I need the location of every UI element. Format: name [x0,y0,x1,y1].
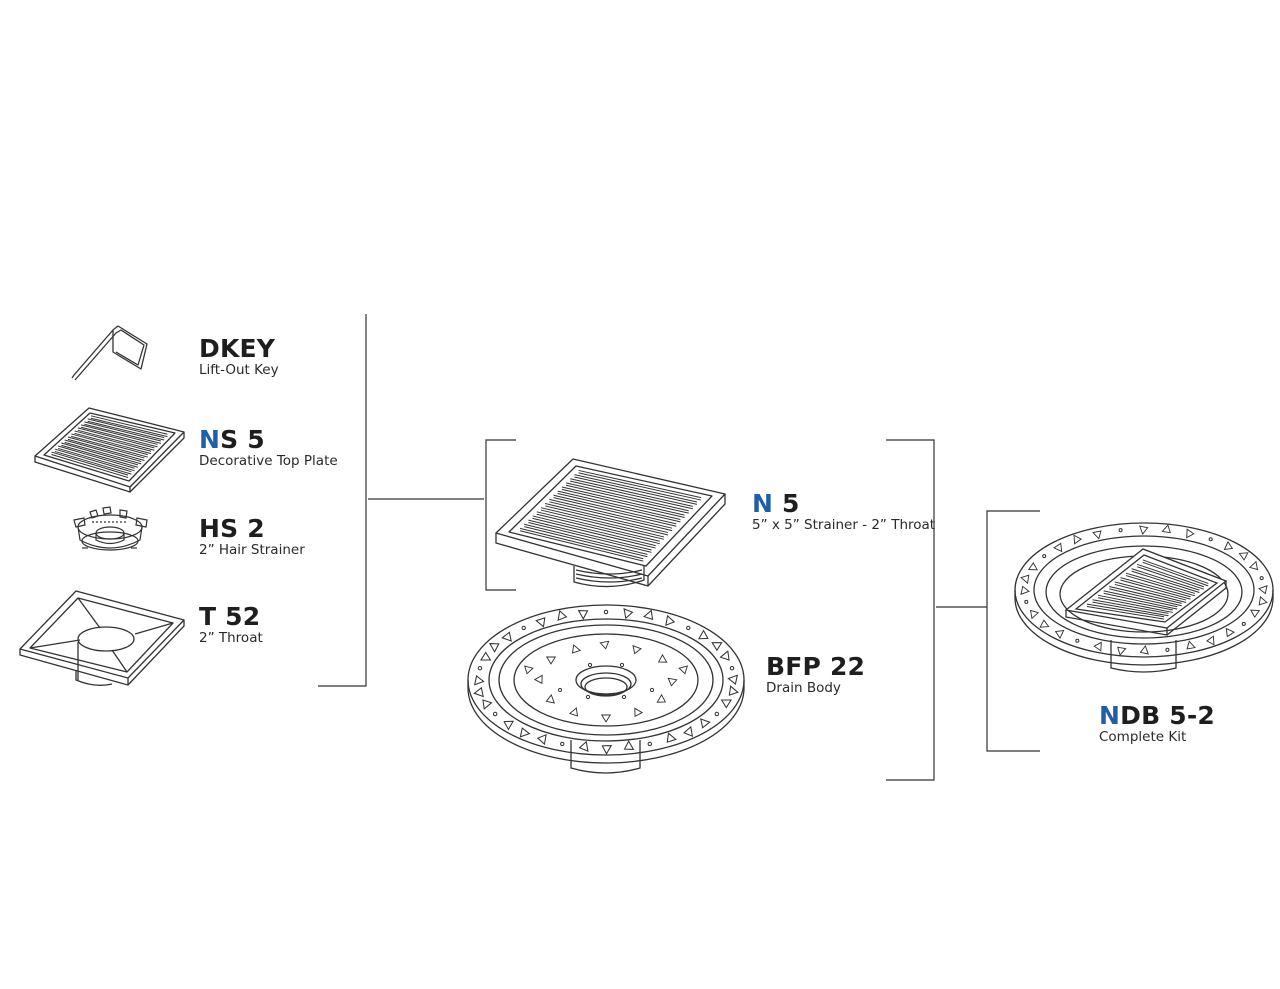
code-text: S 5 [220,425,265,454]
component-hs2: HS 2 2” Hair Strainer [199,515,305,558]
component-description: Drain Body [766,680,841,696]
component-code: HS 2 [199,515,305,542]
code-text: T 52 [199,602,261,631]
component-description: 5” x 5” Strainer - 2” Throat [752,517,936,533]
component-ns5: NS 5 Decorative Top Plate [199,426,338,469]
component-description: 2” Throat [199,630,263,646]
strainer-assembly-icon [495,458,726,588]
component-code: N 5 [752,490,935,517]
code-text: 5 [773,489,800,518]
top-plate-icon [34,407,185,493]
connector-lines [318,314,1040,781]
drain-body-icon [467,604,745,774]
lift-out-key-icon [71,325,148,381]
complete-kit-icon [1014,522,1274,673]
component-description: Decorative Top Plate [199,453,338,469]
code-accent-letter: N [752,489,774,518]
component-n5: N 5 5” x 5” Strainer - 2” Throat [752,490,935,533]
component-description: Complete Kit [1099,729,1187,745]
code-accent-letter: N [1099,701,1121,730]
component-code: NS 5 [199,426,338,453]
component-bfp22: BFP 22 Drain Body [766,653,865,696]
code-text: HS 2 [199,514,265,543]
hair-strainer-icon [73,506,148,551]
code-accent-letter: N [199,425,221,454]
code-text: DKEY [199,334,276,363]
component-dkey: DKEY Lift-Out Key [199,335,279,378]
component-description: Lift-Out Key [199,362,279,378]
component-code: NDB 5-2 [1099,702,1215,729]
component-code: T 52 [199,603,263,630]
code-text: BFP 22 [766,652,866,681]
code-text: DB 5-2 [1120,701,1216,730]
component-description: 2” Hair Strainer [199,542,305,558]
component-code: BFP 22 [766,653,865,680]
component-t52: T 52 2” Throat [199,603,263,646]
component-ndb52: NDB 5-2 Complete Kit [1099,702,1215,745]
throat-icon [19,590,185,686]
component-code: DKEY [199,335,279,362]
